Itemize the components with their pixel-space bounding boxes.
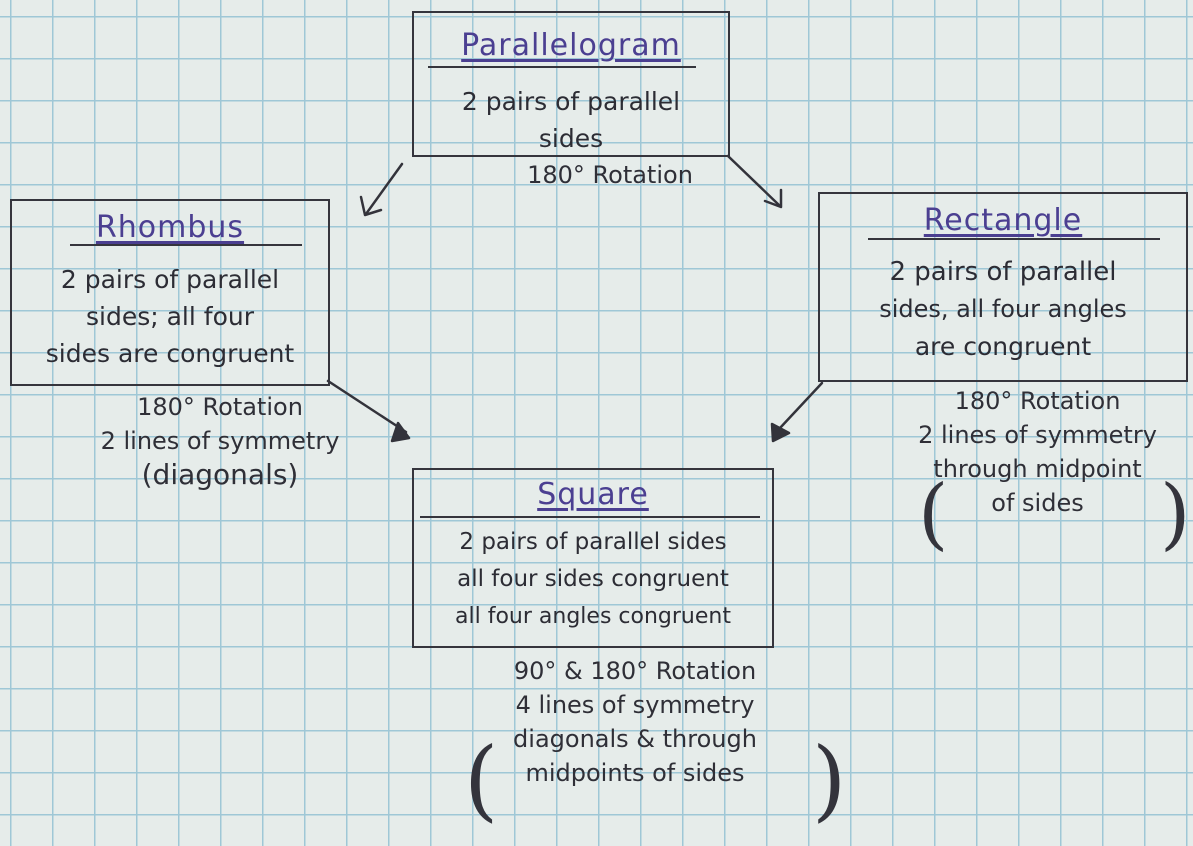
rhombus-note-line-2: 2 lines of symmetry [100,427,340,455]
square-desc-line-1: 2 pairs of parallel sides [459,529,727,555]
rectangle-notes-left-paren: ( [918,469,949,559]
square-note-line-3: diagonals & through [513,725,757,753]
parallelogram-title: Parallelogram [461,28,681,63]
rhombus-title-rule [70,244,302,246]
square-title: Square [537,477,649,512]
rectangle-box: Rectangle 2 pairs of parallel sides, all… [818,192,1188,382]
rhombus-box: Rhombus 2 pairs of parallel sides; all f… [10,199,330,386]
rhombus-notes: 180° Rotation 2 lines of symmetry (diago… [60,390,380,492]
square-notes-left-paren: ( [464,728,499,831]
parallelogram-desc-line-2: sides [538,124,604,153]
rectangle-note-line-2: 2 lines of symmetry [918,421,1157,449]
square-notes-right-paren: ) [812,728,847,831]
parallelogram-title-rule [428,66,696,68]
rectangle-desc-line-3: are congruent [914,332,1092,361]
rectangle-note-line-4: of sides [991,489,1084,517]
rectangle-title-rule [868,238,1160,240]
square-title-rule [420,516,760,518]
square-desc-line-2: all four sides congruent [457,566,729,592]
arrow-rectangle-to-square [770,381,824,443]
rhombus-desc-line-1: 2 pairs of parallel [60,265,280,294]
rhombus-note-line-1: 180° Rotation [137,393,303,421]
rectangle-note-line-3: through midpoint [933,455,1142,483]
rhombus-note-line-3: (diagonals) [141,458,299,491]
parallelogram-box: Parallelogram 2 pairs of parallel sides [412,11,730,157]
parallelogram-note-line-1: 180° Rotation [527,161,693,189]
rhombus-desc-line-2: sides; all four [86,302,254,331]
parallelogram-rotation-note: 180° Rotation [470,158,750,192]
rectangle-note-line-1: 180° Rotation [954,387,1121,415]
rectangle-desc-line-1: 2 pairs of parallel [889,257,1117,287]
square-box: Square 2 pairs of parallel sides all fou… [412,468,774,648]
square-note-line-4: midpoints of sides [525,759,745,787]
rhombus-desc-line-3: sides are congruent [45,339,295,368]
rectangle-notes-right-paren: ) [1160,469,1191,559]
square-note-line-2: 4 lines of symmetry [515,691,755,719]
rectangle-notes: 180° Rotation 2 lines of symmetry throug… [885,384,1190,520]
arrow-parallelogram-to-rhombus [359,162,404,217]
rhombus-title: Rhombus [95,210,245,245]
rectangle-desc-line-2: sides, all four angles [879,295,1127,323]
square-notes: 90° & 180° Rotation 4 lines of symmetry … [460,654,810,790]
rectangle-title: Rectangle [923,203,1083,238]
parallelogram-desc-line-1: 2 pairs of parallel [461,87,681,116]
square-note-line-1: 90° & 180° Rotation [513,657,757,685]
square-desc-line-3: all four angles congruent [455,604,731,629]
